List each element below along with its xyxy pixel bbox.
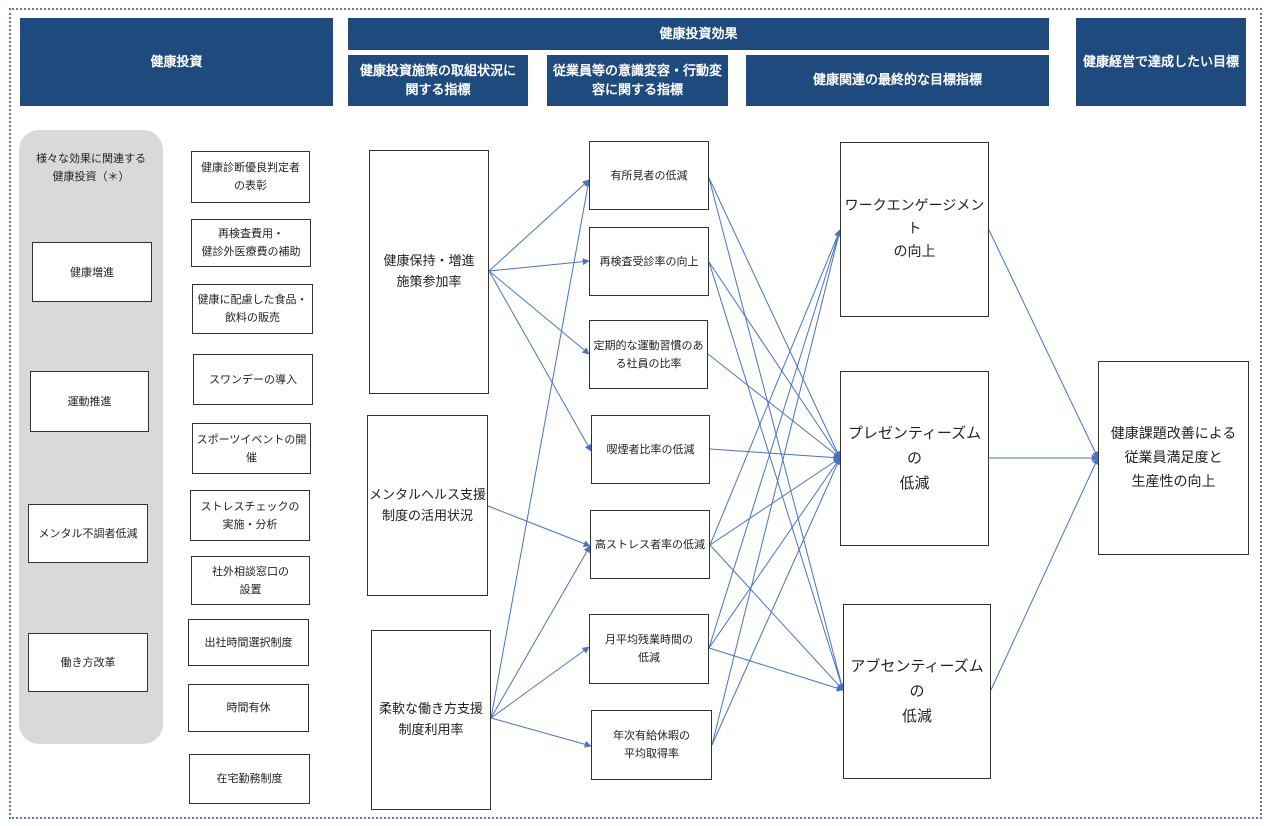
header-final-indicator: 健康関連の最終的な目標指標: [746, 55, 1049, 106]
behavior-overtime: 月平均残業時間の 低減: [589, 614, 709, 684]
arrow-b2-f3: [708, 261, 845, 691]
header-goal: 健康経営で達成したい目標: [1076, 18, 1246, 106]
arrow-p3-b5: [490, 545, 591, 719]
measure-healthy-food: 健康に配慮した食品・ 飲料の販売: [192, 284, 313, 334]
measure-sports-event: スポーツイベントの開催: [192, 423, 311, 474]
arrow-b5-f3: [709, 544, 844, 691]
policy-mental-support: メンタルヘルス支援 制度の活用状況: [367, 415, 488, 596]
arrow-b1-f2: [708, 177, 841, 459]
measure-swan-day: スワンデーの導入: [193, 354, 313, 405]
measure-counseling: 社外相談窓口の 設置: [191, 556, 310, 605]
arrow-f3-goal: [990, 457, 1099, 691]
arrow-b7-f1: [711, 229, 842, 746]
arrow-b2-f2: [708, 261, 841, 459]
behavior-smoker-rate: 喫煙者比率の低減: [591, 415, 710, 484]
arrow-p1-b4: [488, 270, 592, 452]
behavior-reexam-rate: 再検査受診率の向上: [589, 227, 709, 296]
arrow-b5-f1: [709, 229, 841, 546]
category-exercise: 運動推進: [30, 371, 149, 432]
measure-hourly-leave: 時間有休: [188, 684, 309, 732]
arrow-b6-f2: [708, 457, 841, 649]
measure-checkup-award: 健康診断優良判定者 の表彰: [191, 151, 310, 203]
final-presenteeism: プレゼンティーズムの 低減: [840, 371, 989, 546]
policy-flex-work: 柔軟な働き方支援 制度利用率: [371, 630, 491, 810]
behavior-abnormal-findings: 有所見者の低減: [589, 141, 709, 210]
arrow-b4-f2: [709, 448, 841, 462]
policy-health-participation: 健康保持・増進 施策参加率: [369, 150, 489, 394]
measure-stress-check: ストレスチェックの 実施・分析: [190, 490, 310, 541]
header-policy-indicator: 健康投資施策の取組状況に関する指標: [348, 55, 528, 106]
arrow-p1-b3: [488, 270, 590, 355]
category-work-style: 働き方改革: [28, 633, 148, 692]
final-absenteeism: アブセンティーズムの 低減: [843, 604, 991, 779]
arrow-b5-f2: [709, 457, 841, 546]
final-work-engagement: ワークエンゲージメント の向上: [840, 142, 989, 317]
category-health-promotion: 健康増進: [32, 242, 152, 302]
arrow-b7-f2: [711, 457, 841, 746]
behavior-exercise-habit: 定期的な運動習慣のあ る社員の比率: [589, 320, 708, 389]
arrow-p1-b2: [488, 258, 590, 272]
header-effect: 健康投資効果: [348, 18, 1049, 50]
behavior-paid-leave: 年次有給休暇の 平均取得率: [591, 710, 712, 780]
arrow-p3-b1: [490, 179, 592, 719]
arrow-p1-b1: [488, 179, 590, 272]
arrow-p3-b6: [490, 646, 590, 719]
arrow-b3-f2: [707, 353, 841, 459]
measure-remote-work: 在宅勤務制度: [189, 754, 310, 804]
arrow-p3-b7: [490, 717, 592, 748]
goal-satisfaction-productivity: 健康課題改善による 従業員満足度と 生産性の向上: [1098, 361, 1249, 555]
arrow-b6-f3: [708, 647, 844, 692]
category-mental-health: メンタル不調者低減: [28, 504, 148, 563]
investment-note: 様々な効果に関連する 健康投資（＊）: [36, 152, 146, 183]
arrow-b6-f1: [708, 229, 842, 649]
header-investment: 健康投資: [20, 18, 333, 106]
header-behavior-indicator: 従業員等の意識変容・行動変容に関する指標: [547, 55, 728, 106]
measure-flex-start: 出社時間選択制度: [188, 619, 309, 666]
arrow-p2-b5: [487, 505, 591, 547]
diagram-frame: [9, 8, 1262, 819]
behavior-high-stress: 高ストレス者率の低減: [590, 510, 710, 579]
measure-medical-subsidy: 再検査費用・ 健診外医療費の補助: [191, 219, 311, 267]
arrow-f1-goal: [988, 229, 1099, 459]
